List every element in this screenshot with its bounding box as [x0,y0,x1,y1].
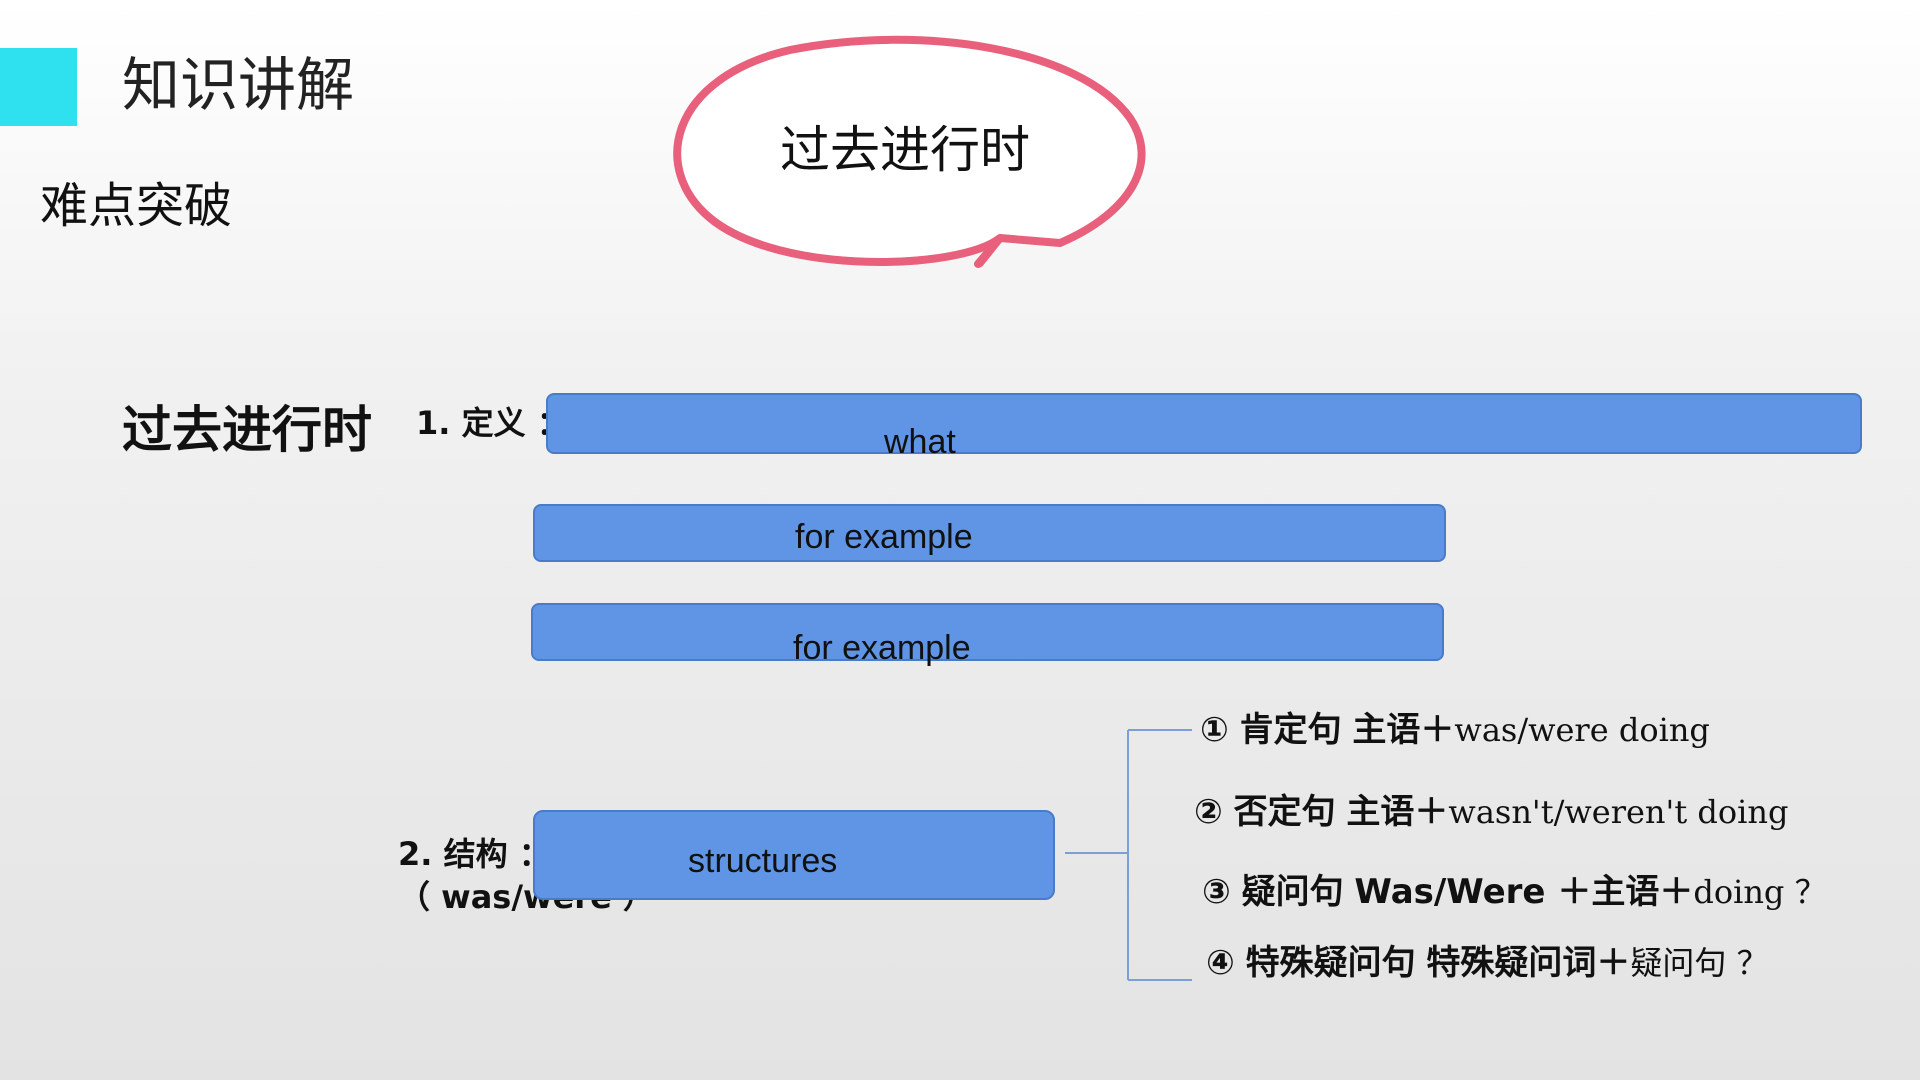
rule-affirmative: ① 肯定句 主语＋was/were doing [1200,710,1710,751]
example-box-2[interactable]: for example [531,603,1444,665]
example-box-2-text: for example [793,629,971,667]
rule-negative: ② 否定句 主语＋wasn't/weren't doing [1194,792,1788,833]
speech-bubble-outline [673,35,1146,268]
page-title: 知识讲解 [122,51,355,119]
rule-affirmative-formula-en: was/were doing [1454,711,1710,749]
page-subtitle: 难点突破 [40,178,233,234]
rule-affirmative-formula-cn: 主语＋ [1352,710,1455,750]
rule-negative-type: 否定句 [1233,792,1336,832]
structure-bracket [1065,729,1192,981]
rule-negative-num: ② [1194,792,1223,832]
definition-box-what-text: what [884,423,956,461]
speech-bubble [673,35,1146,268]
rule-question-formula-cn: Was/Were ＋主语＋ [1354,872,1694,912]
rule-wh-question-type: 特殊疑问句 [1245,943,1416,983]
rule-question-num: ③ [1202,872,1231,912]
rule-negative-formula-en: wasn't/weren't doing [1448,793,1789,831]
structures-box[interactable]: structures [533,810,1055,900]
rule-question-formula-en: doing ？ [1693,873,1827,911]
rule-affirmative-num: ① [1200,710,1229,750]
example-box-1[interactable]: for example [533,504,1446,562]
rule-affirmative-type: 肯定句 [1239,710,1342,750]
speech-bubble-text: 过去进行时 [780,121,1030,179]
rule-question: ③ 疑问句 Was/Were ＋主语＋doing ？ [1202,872,1827,913]
example-box-1-text: for example [795,518,973,556]
accent-bar [0,48,77,126]
structure-label-line1: 2. 结构 ： [398,835,551,873]
structures-box-text: structures [688,842,838,880]
definition-box-what[interactable]: what [546,393,1862,459]
rule-wh-question-formula-cn: 特殊疑问词＋ [1426,943,1631,983]
rule-negative-formula-cn: 主语＋ [1346,792,1449,832]
rule-wh-question-num: ④ [1206,943,1235,983]
definition-label: 1. 定义 ： [416,404,569,442]
rule-wh-question-formula-en: 疑问句 ？ [1630,944,1769,982]
rule-wh-question: ④ 特殊疑问句 特殊疑问词＋疑问句 ？ [1206,943,1769,984]
topic-title: 过去进行时 [122,401,372,459]
rule-question-type: 疑问句 [1241,872,1344,912]
